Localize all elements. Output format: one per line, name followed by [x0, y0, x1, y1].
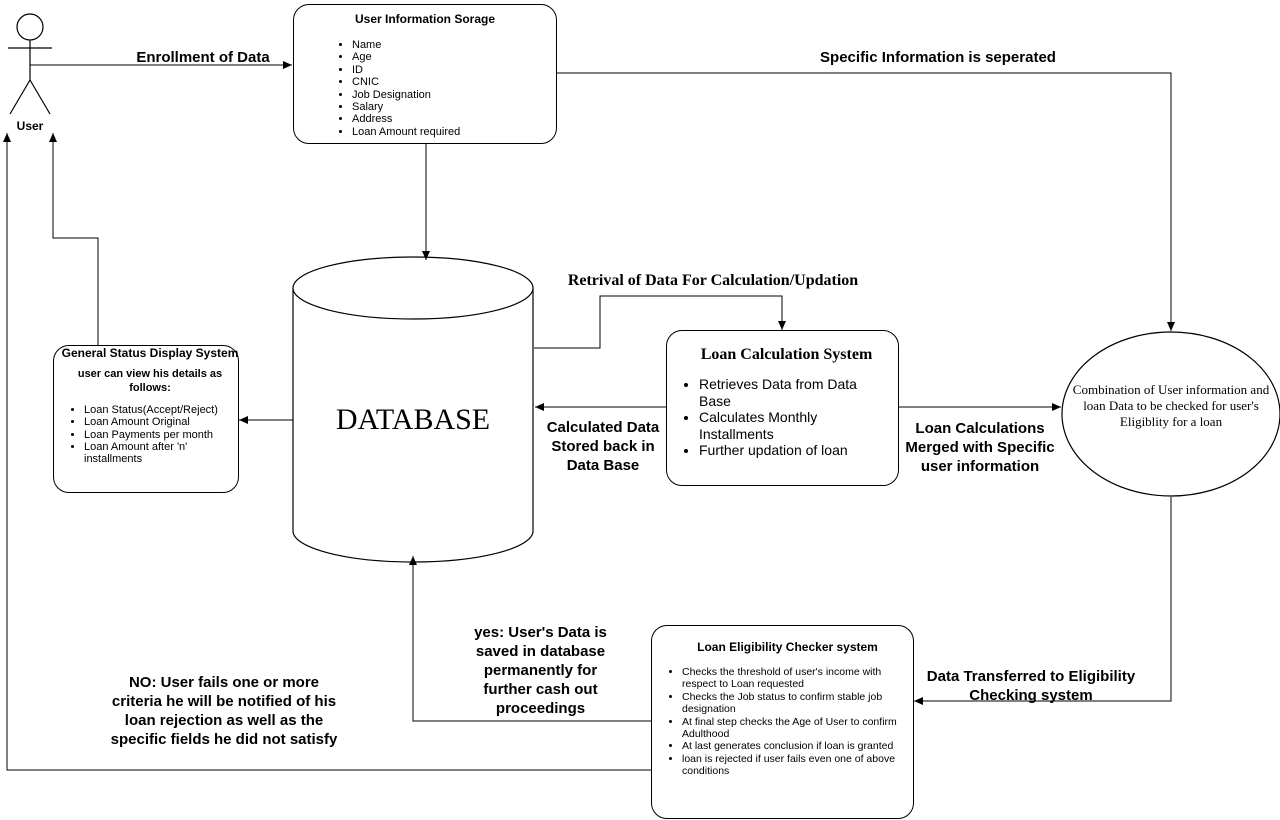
user-actor-label: User	[16, 119, 44, 133]
list-item: Loan Payments per month	[84, 429, 232, 441]
edge-label-merged: Loan Calculations Merged with Specific u…	[905, 420, 1055, 475]
user-storage-list: Name Age ID CNIC Job Designation Salary …	[336, 39, 546, 138]
edge-storage-to-combination	[556, 72, 1175, 331]
edge-label-stored-back: Calculated Data Stored back in Data Base	[546, 419, 660, 474]
status-display-box[interactable]: General Status Display System user can v…	[53, 345, 239, 493]
list-item: loan is rejected if user fails even one …	[682, 753, 907, 778]
list-item: Address	[352, 113, 546, 125]
list-item: At final step checks the Age of User to …	[682, 716, 907, 741]
edge-label-no-fail: NO: User fails one or more criteria he w…	[110, 674, 338, 748]
database-label: DATABASE	[335, 403, 491, 436]
list-item: ID	[352, 64, 546, 76]
list-item: Further updation of loan	[699, 442, 890, 459]
edge-label-retrieval: Retrival of Data For Calculation/Updatio…	[567, 272, 859, 289]
list-item: Loan Amount Original	[84, 416, 232, 428]
user-information-storage-box[interactable]: User Information Sorage Name Age ID CNIC…	[293, 4, 557, 144]
edge-eligibility-to-database	[409, 556, 651, 722]
combination-ellipse[interactable]	[1061, 331, 1280, 497]
eligibility-checker-box[interactable]: Loan Eligibility Checker system Checks t…	[651, 625, 914, 819]
combination-text: Combination of User information and loan…	[1072, 382, 1270, 429]
list-item: Loan Amount required	[352, 126, 546, 138]
edge-label-enrollment: Enrollment of Data	[136, 49, 270, 66]
list-item: Checks the Job status to confirm stable …	[682, 691, 907, 716]
list-item: Loan Status(Accept/Reject)	[84, 404, 232, 416]
eligibility-list: Checks the threshold of user's income wi…	[668, 666, 907, 778]
status-display-subtitle: user can view his details as follows:	[77, 368, 223, 394]
eligibility-title: Loan Eligibility Checker system	[697, 640, 878, 654]
list-item: Age	[352, 51, 546, 63]
list-item: Calculates Monthly Installments	[699, 409, 890, 442]
status-display-list: Loan Status(Accept/Reject) Loan Amount O…	[68, 404, 232, 465]
list-item: Name	[352, 39, 546, 51]
loan-calc-list: Retrieves Data from Data Base Calculates…	[683, 376, 890, 459]
loan-calc-title: Loan Calculation System	[700, 346, 873, 363]
list-item: At last generates conclusion if loan is …	[682, 740, 907, 752]
user-actor-icon[interactable]	[8, 13, 52, 115]
list-item: Loan Amount after 'n' installments	[84, 441, 232, 466]
list-item: Retrieves Data from Data Base	[699, 376, 890, 409]
edge-eligibility-to-user	[2, 133, 651, 771]
status-display-title: General Status Display System	[61, 346, 239, 360]
edge-database-to-loan-calc	[534, 295, 786, 349]
edge-status-to-user	[49, 133, 99, 345]
list-item: Checks the threshold of user's income wi…	[682, 666, 907, 691]
list-item: Job Designation	[352, 89, 546, 101]
list-item: CNIC	[352, 76, 546, 88]
edge-label-specific-separated: Specific Information is seperated	[820, 49, 1056, 66]
loan-calculation-box[interactable]: Loan Calculation System Retrieves Data f…	[666, 330, 899, 486]
edge-label-yes-saved: yes: User's Data is saved in database pe…	[474, 624, 607, 717]
user-storage-title: User Information Sorage	[354, 12, 496, 26]
edge-combination-to-eligibility	[914, 497, 1172, 705]
database-cylinder[interactable]	[292, 256, 534, 563]
list-item: Salary	[352, 101, 546, 113]
edge-label-transferred: Data Transferred to Eligibility Checking…	[926, 668, 1136, 704]
